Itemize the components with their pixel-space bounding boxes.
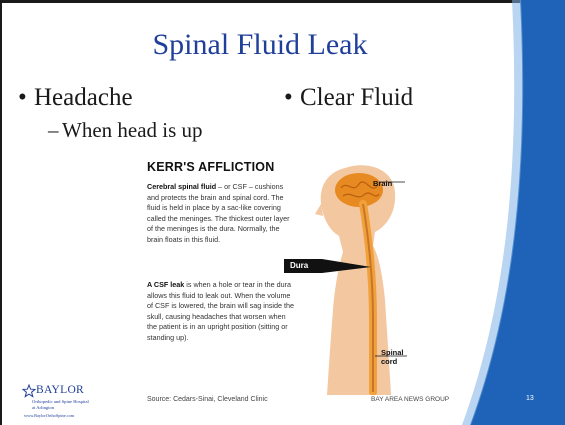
- logo-wordmark: BAYLOR: [36, 384, 84, 396]
- leak-description: is when a hole or tear in the dura allow…: [147, 280, 294, 342]
- credit-note: BAY AREA NEWS GROUP: [371, 396, 449, 403]
- bullet-headache-text: Headache: [34, 84, 133, 111]
- star-icon: [22, 384, 36, 398]
- body-silhouette-figure: [293, 160, 433, 395]
- slide-title: Spinal Fluid Leak: [0, 28, 520, 62]
- leak-paragraph: A CSF leak is when a hole or tear in the…: [147, 280, 297, 344]
- logo-subtitle-2: at Arlington: [32, 405, 54, 410]
- infographic: KERR'S AFFLICTION Cerebral spinal fluid …: [143, 160, 433, 410]
- brain-label: Brain: [373, 179, 392, 188]
- bullet-headache: •Headache: [18, 84, 133, 112]
- page-number: 13: [526, 395, 534, 402]
- bullet-clear-fluid-text: Clear Fluid: [300, 84, 413, 111]
- logo-subtitle: Orthopedic and Spine Hospital: [32, 399, 89, 404]
- csf-paragraph: Cerebral spinal fluid – or CSF – cushion…: [147, 182, 297, 246]
- logo-url: www.BaylorOrthoSpine.com: [24, 413, 74, 418]
- spinal-label-line1: Spinal: [381, 348, 404, 357]
- sub-bullet-text: When head is up: [62, 118, 203, 142]
- bullet-clear-fluid: •Clear Fluid: [284, 84, 413, 112]
- left-rule: [0, 0, 2, 425]
- infographic-title: KERR'S AFFLICTION: [147, 160, 274, 174]
- dura-label: Dura: [284, 259, 322, 273]
- source-note: Source: Cedars-Sinai, Cleveland Clinic: [147, 396, 268, 403]
- leak-term: A CSF leak: [147, 280, 184, 289]
- top-rule: [0, 0, 565, 3]
- csf-term: Cerebral spinal fluid: [147, 182, 216, 191]
- baylor-logo: BAYLOR Orthopedic and Spine Hospital at …: [22, 384, 132, 424]
- csf-description: – or CSF – cushions and protects the bra…: [147, 182, 290, 244]
- spinal-label-line2: cord: [381, 357, 397, 366]
- sub-bullet-head-up: –When head is up: [48, 118, 203, 143]
